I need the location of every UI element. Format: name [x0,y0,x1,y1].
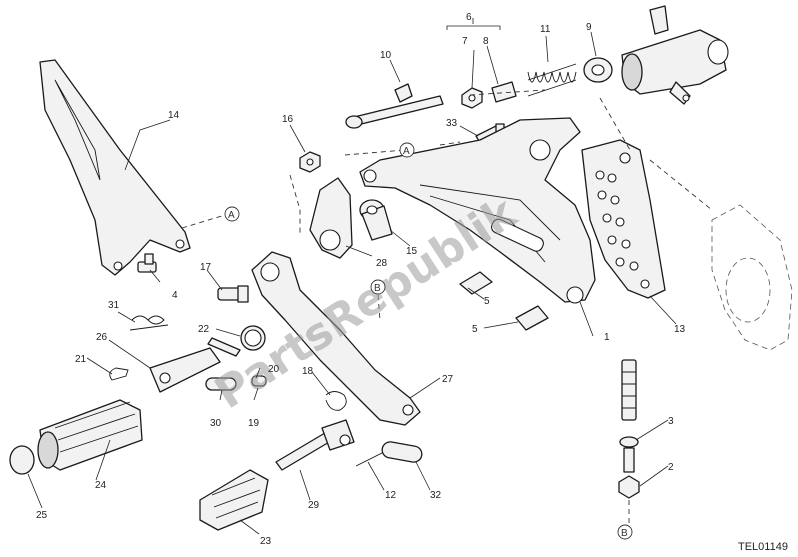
reference-marker-a: A [399,142,415,158]
bushing-part [381,441,423,463]
rearset-plate-part [359,117,596,304]
linkage-part [309,177,353,259]
bolt-part [137,253,157,273]
pin-part [205,375,267,391]
footpeg-part [9,399,143,475]
bolt-part [459,271,493,295]
callout-33: 33 [446,118,458,129]
assembly-lines [181,89,713,525]
circlip-part [109,367,129,381]
brake-master-cylinder-part [621,5,729,105]
pin-part [355,451,385,467]
callout-10: 10 [380,50,392,61]
callout-19: 19 [248,418,260,429]
callout-17: 17 [200,262,212,273]
callout-5: 5 [484,296,490,307]
callout-27: 27 [442,374,454,385]
reference-marker-b: B [370,279,386,295]
brake-lever-arm-part [251,251,421,426]
brake-pedal-tip-part [199,469,269,531]
bolt-part [515,305,549,331]
callouts: 14 4 10 6 7 8 11 9 16 33 15 28 17 1 13 5… [36,12,686,547]
callout-15: 15 [406,246,418,257]
footpeg-pivot-part [149,337,241,393]
callout-12: 12 [385,490,397,501]
nut-part [461,81,517,109]
long-bolt-part [345,83,444,129]
callout-20: 20 [268,364,280,375]
callout-7: 7 [462,36,468,47]
callout-6: 6 [466,12,472,23]
callout-31: 31 [108,300,120,311]
brake-rod-part [275,419,355,471]
callout-14: 14 [168,110,180,121]
spring-part [527,63,577,97]
spring-part [129,315,169,331]
o-ring-part [240,325,266,351]
callout-26: 26 [96,332,108,343]
adjuster-bolt-part [618,359,640,499]
callout-16: 16 [282,114,294,125]
callout-8: 8 [483,36,489,47]
nut-part [299,151,321,173]
callout-18: 18 [302,366,314,377]
bracket-part [581,139,666,299]
svg-text:B: B [621,528,628,539]
bolt-part [217,285,249,303]
svg-text:A: A [228,210,235,221]
callout-23: 23 [260,536,272,547]
callout-9: 9 [586,22,592,33]
drawing-code: TEL01149 [738,541,788,553]
callout-25: 25 [36,510,48,521]
heel-guard-part [39,59,191,276]
callout-21: 21 [75,354,87,365]
svg-text:A: A [403,146,410,157]
callout-3: 3 [668,416,674,427]
callout-28: 28 [376,258,388,269]
callout-2: 2 [668,462,674,473]
callout-5: 5 [472,324,478,335]
washer-part [583,57,613,83]
reference-marker-b: B [617,524,633,540]
callout-22: 22 [198,324,210,335]
callout-32: 32 [430,490,442,501]
svg-text:B: B [374,283,381,294]
callout-4: 4 [172,290,178,301]
callout-30: 30 [210,418,222,429]
bushing-part [359,199,393,241]
callout-29: 29 [308,500,320,511]
callout-13: 13 [674,324,686,335]
frame-outline-ghost [711,204,793,351]
clip-part [325,391,347,411]
reference-marker-a: A [224,206,240,222]
callout-24: 24 [95,480,107,491]
callout-11: 11 [540,24,551,35]
callout-1: 1 [604,332,610,343]
leader-lines [27,18,677,535]
